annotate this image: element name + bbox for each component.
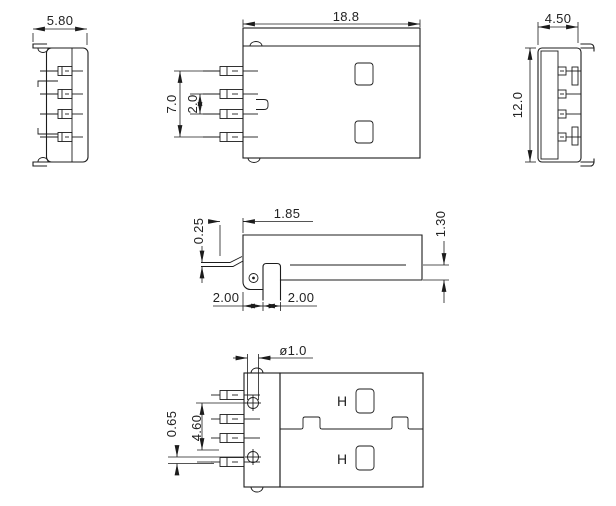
dim-profile-offset: 1.85	[274, 206, 301, 221]
dim-front-height: 12.0	[510, 92, 525, 119]
side-view: 5.80	[32, 13, 89, 167]
dim-profile-tongue-thickness: 1.30	[433, 211, 448, 238]
dim-profile-pin-thickness: 0.25	[191, 218, 206, 245]
hole-label-bottom: H	[337, 451, 347, 467]
dim-top-pin-span: 7.0	[164, 95, 179, 114]
top-view: 18.8 7.0 2.0	[164, 9, 421, 163]
bottom-view: H H ø1.0 4.60 0.65	[164, 343, 424, 493]
dim-top-length: 18.8	[333, 9, 360, 24]
profile-view: 1.85 0.25 1.30 2.00 2.00	[191, 206, 449, 311]
dim-bottom-hole-diameter: ø1.0	[279, 343, 306, 358]
dim-bottom-hole-pitch: 4.60	[189, 415, 204, 442]
dim-bottom-hole-offset: 0.65	[164, 411, 179, 438]
dim-profile-foot-left: 2.00	[213, 290, 240, 305]
dim-top-pin-pitch: 2.0	[185, 95, 200, 114]
dim-profile-foot-right: 2.00	[288, 290, 315, 305]
dim-side-width: 5.80	[47, 13, 74, 28]
dim-front-width: 4.50	[545, 11, 572, 26]
front-view: 4.50 12.0	[510, 11, 595, 167]
hole-label-top: H	[337, 393, 347, 409]
